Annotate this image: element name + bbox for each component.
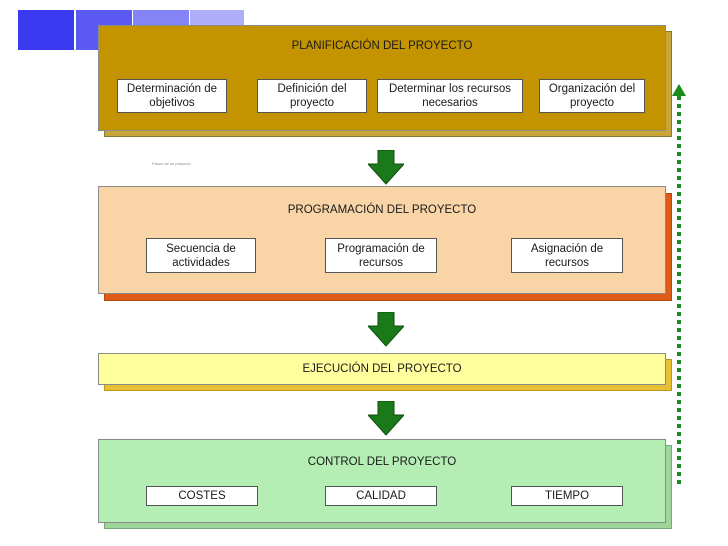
control-title: CONTROL DEL PROYECTO xyxy=(307,456,457,468)
box-asignacion-recursos: Asignación de recursos xyxy=(511,238,623,273)
box-tiempo: TIEMPO xyxy=(511,486,623,506)
box-definicion-proyecto: Definición del proyecto xyxy=(257,79,367,113)
box-determinacion-objetivos: Determinación de objetivos xyxy=(117,79,227,113)
box-calidad: CALIDAD xyxy=(325,486,437,506)
feedback-arrow-icon xyxy=(672,84,686,484)
programacion-title: PROGRAMACIÓN DEL PROYECTO xyxy=(287,204,477,216)
box-organizacion-proyecto: Organización del proyecto xyxy=(539,79,645,113)
planificacion-panel: PLANIFICACIÓN DEL PROYECTO Determinación… xyxy=(98,25,666,131)
down-arrow-icon xyxy=(368,401,404,436)
decor-square-1 xyxy=(18,10,74,50)
box-secuencia-actividades: Secuencia de actividades xyxy=(146,238,256,273)
box-programacion-recursos: Programación de recursos xyxy=(325,238,437,273)
down-arrow-icon xyxy=(368,312,404,347)
programacion-panel: PROGRAMACIÓN DEL PROYECTO Secuencia de a… xyxy=(98,186,666,294)
box-determinar-recursos: Determinar los recursos necesarios xyxy=(377,79,523,113)
ejecucion-title: EJECUCIÓN DEL PROYECTO xyxy=(302,363,462,375)
ejecucion-panel: EJECUCIÓN DEL PROYECTO xyxy=(98,353,666,385)
planificacion-title: PLANIFICACIÓN DEL PROYECTO xyxy=(291,40,473,52)
down-arrow-icon xyxy=(368,150,404,185)
control-panel: CONTROL DEL PROYECTO COSTES CALIDAD TIEM… xyxy=(98,439,666,523)
caption-text: Pasos de un proyecto xyxy=(152,161,191,166)
box-costes: COSTES xyxy=(146,486,258,506)
